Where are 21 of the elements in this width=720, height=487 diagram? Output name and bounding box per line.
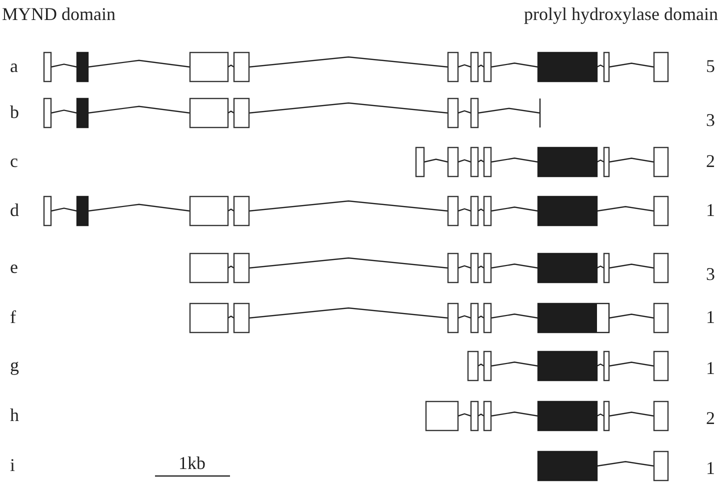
row-letter: f xyxy=(10,307,16,327)
row-letter: i xyxy=(10,455,16,475)
transcript-count: 1 xyxy=(706,358,715,378)
domain-label: prolyl hydroxylase domain xyxy=(524,4,718,24)
row-letter: b xyxy=(10,102,19,122)
row-letter: e xyxy=(10,257,18,277)
row-letter: h xyxy=(10,405,19,425)
transcript-count: 1 xyxy=(706,458,715,478)
row-letter: g xyxy=(10,355,19,375)
transcript-count: 2 xyxy=(706,408,715,428)
transcript-count: 5 xyxy=(706,56,715,76)
domain-label: MYND domain xyxy=(2,4,116,24)
row-letter: d xyxy=(10,200,19,220)
transcript-count: 3 xyxy=(706,264,715,284)
scale-label: 1kb xyxy=(178,453,206,473)
transcript-count: 2 xyxy=(706,151,715,171)
transcript-count: 1 xyxy=(706,307,715,327)
transcript-count: 1 xyxy=(706,200,715,220)
row-letter: c xyxy=(10,151,18,171)
row-letter: a xyxy=(10,56,18,76)
transcript-count: 3 xyxy=(706,110,715,130)
